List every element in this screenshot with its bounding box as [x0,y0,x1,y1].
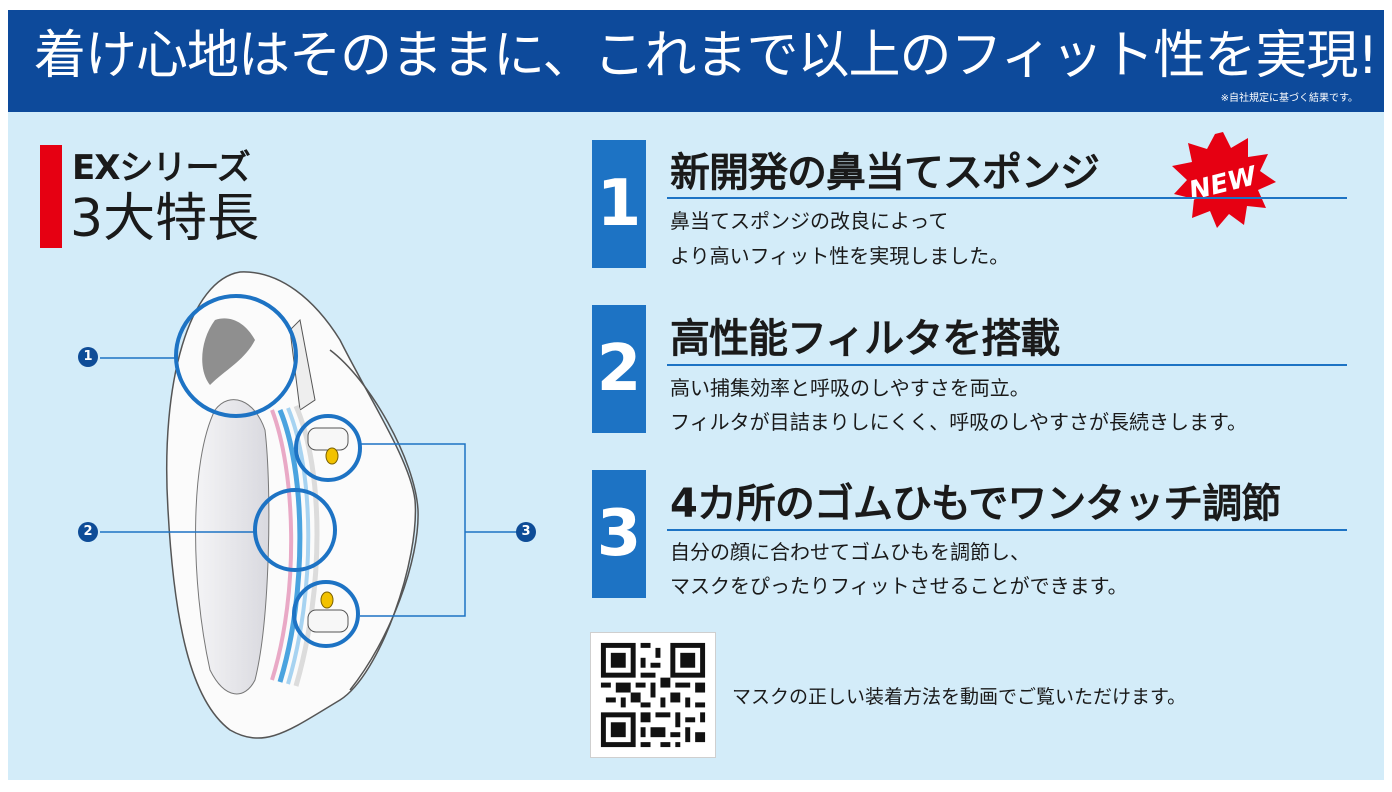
feature-1-title: 新開発の鼻当てスポンジ [670,150,1100,196]
feature-2-desc-line-2: フィルタが目詰まりしにくく、呼吸のしやすさが長続きします。 [670,410,1247,434]
feature-3-divider [667,529,1347,531]
series-name: EXシリーズ [72,148,251,188]
feature-3-title: 4カ所のゴムひもでワンタッチ調節 [670,481,1281,527]
new-badge: NEW [1172,132,1276,228]
marker-1: 1 [78,347,98,367]
qr-caption: マスクの正しい装着方法を動画でご覧いただけます。 [732,686,1187,708]
feature-2-desc-line-1: 高い捕集効率と呼吸のしやすさを両立。 [670,376,1030,400]
series-subtitle: 3大特長 [70,189,260,249]
marker-2: 2 [78,522,98,542]
feature-2-title: 高性能フィルタを搭載 [670,316,1060,362]
feature-1-divider [667,197,1347,199]
banner-title: 着け心地はそのままに、これまで以上のフィット性を実現! [34,26,1378,86]
feature-2-divider [667,364,1347,366]
feature-3-number: 3 [592,470,646,598]
marker-3: 3 [516,522,536,542]
header-banner: 着け心地はそのままに、これまで以上のフィット性を実現! ※自社規定に基づく結果で… [8,10,1384,112]
qr-code-icon [591,633,715,757]
feature-1-desc-line-1: 鼻当てスポンジの改良によって [670,209,949,233]
series-accent-bar [40,145,62,248]
feature-3-desc-line-2: マスクをぴったりフィットさせることができます。 [670,574,1128,598]
feature-1-desc-line-2: より高いフィット性を実現しました。 [670,244,1010,268]
qr-code[interactable] [590,632,716,758]
banner-note: ※自社規定に基づく結果です。 [1220,93,1358,104]
feature-2-number: 2 [592,305,646,433]
feature-3-desc-line-1: 自分の顔に合わせてゴムひもを調節し、 [670,540,1030,564]
feature-1-number: 1 [592,140,646,268]
mask-illustration [100,271,518,739]
